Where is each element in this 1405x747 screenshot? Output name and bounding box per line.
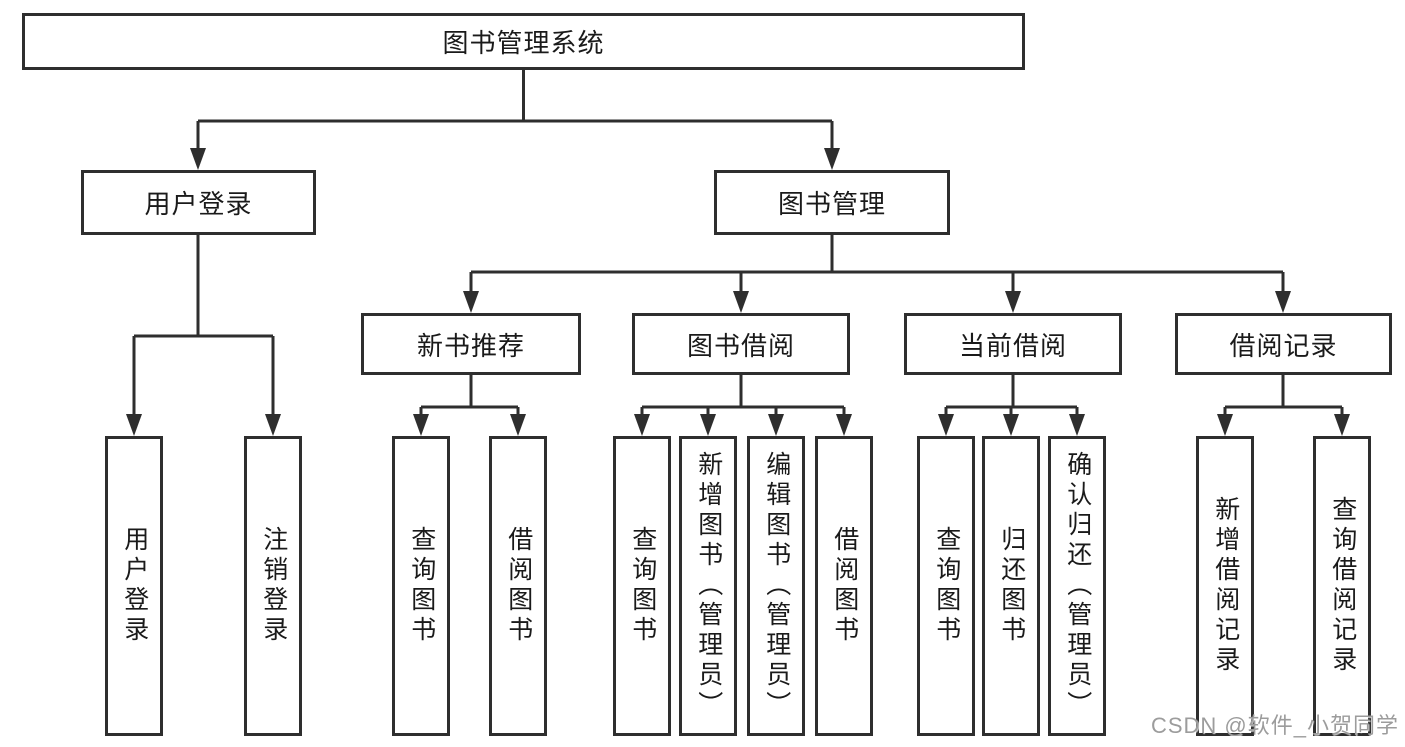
node-new-book-recommend: 新书推荐 bbox=[361, 313, 581, 375]
leaf-query-books-borrow: 查询图书 bbox=[613, 436, 671, 736]
leaf-return-book: 归还图书 bbox=[982, 436, 1040, 736]
node-label: 借阅图书 bbox=[504, 526, 533, 646]
node-label: 编辑图书（管理员） bbox=[762, 451, 791, 721]
node-book-borrow: 图书借阅 bbox=[632, 313, 850, 375]
watermark: CSDN @软件_小贺同学 bbox=[1150, 713, 1399, 738]
leaf-query-borrow-record: 查询借阅记录 bbox=[1313, 436, 1371, 736]
node-label: 图书管理 bbox=[777, 189, 886, 219]
node-label: 新书推荐 bbox=[416, 330, 525, 361]
node-label: 用户登录 bbox=[144, 189, 253, 219]
leaf-query-books-recommend: 查询图书 bbox=[392, 436, 450, 736]
node-label: 归还图书 bbox=[997, 526, 1026, 646]
leaf-confirm-return-admin: 确认归还（管理员） bbox=[1048, 436, 1106, 736]
node-user-login: 用户登录 bbox=[81, 170, 316, 235]
leaf-logout: 注销登录 bbox=[244, 436, 302, 736]
node-label: 当前借阅 bbox=[958, 330, 1067, 361]
leaf-borrow-books-recommend: 借阅图书 bbox=[489, 436, 547, 736]
node-book-management: 图书管理 bbox=[714, 170, 950, 235]
node-label: 用户登录 bbox=[120, 526, 149, 646]
node-label: 查询图书 bbox=[932, 526, 961, 646]
node-label: 确认归还（管理员） bbox=[1063, 451, 1092, 721]
node-label: 查询图书 bbox=[407, 526, 436, 646]
node-label: 新增借阅记录 bbox=[1211, 496, 1240, 676]
node-label: 借阅图书 bbox=[830, 526, 859, 646]
node-label: 新增图书（管理员） bbox=[694, 451, 723, 721]
leaf-add-book-admin: 新增图书（管理员） bbox=[679, 436, 737, 736]
leaf-borrow-books: 借阅图书 bbox=[815, 436, 873, 736]
node-borrow-records: 借阅记录 bbox=[1175, 313, 1392, 375]
leaf-query-books-current: 查询图书 bbox=[917, 436, 975, 736]
node-label: 查询图书 bbox=[628, 526, 657, 646]
node-label: 查询借阅记录 bbox=[1328, 496, 1357, 676]
node-label: 图书借阅 bbox=[686, 330, 795, 361]
leaf-user-login: 用户登录 bbox=[105, 436, 163, 736]
leaf-add-borrow-record: 新增借阅记录 bbox=[1196, 436, 1254, 736]
leaf-edit-book-admin: 编辑图书（管理员） bbox=[747, 436, 805, 736]
node-label: 注销登录 bbox=[259, 526, 288, 646]
node-label: 借阅记录 bbox=[1229, 330, 1338, 361]
node-library-management-system: 图书管理系统 bbox=[22, 13, 1025, 70]
node-current-borrow: 当前借阅 bbox=[904, 313, 1122, 375]
node-label: 图书管理系统 bbox=[442, 28, 605, 58]
